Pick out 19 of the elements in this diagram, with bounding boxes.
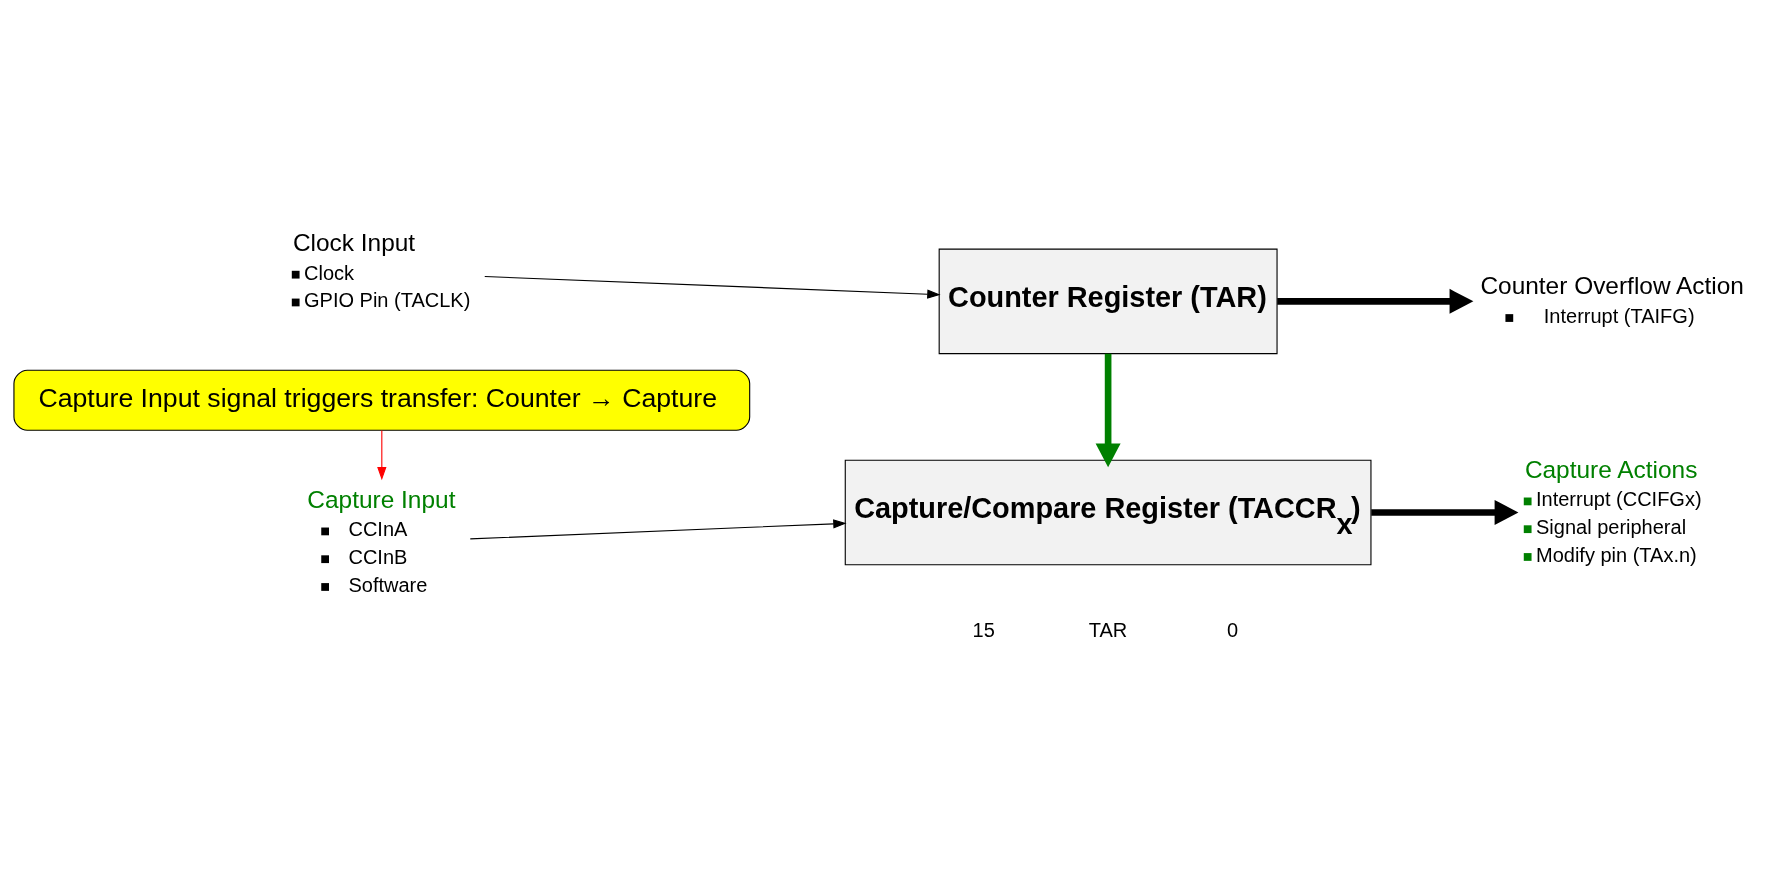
node-label: Interrupt (TAIFG) bbox=[1543, 304, 1695, 327]
arrow bbox=[469, 518, 847, 539]
arrow bbox=[484, 275, 941, 299]
arrow bbox=[1095, 353, 1121, 467]
node-label: Clock bbox=[304, 261, 355, 284]
node-label: Clock Input bbox=[292, 228, 416, 256]
node-box bbox=[1505, 313, 1514, 322]
node-label: GPIO Pin (TACLK) bbox=[304, 288, 471, 311]
node-text: Capture Actions Interrupt (CCIFGx) Signal peripheral Modify pin (TAx.n) bbox=[1524, 455, 1702, 566]
arrow bbox=[1277, 288, 1474, 314]
arrow bbox=[377, 429, 387, 480]
node-text: Capture Input CCInA CCInB Software bbox=[307, 485, 456, 596]
label: 15 bbox=[972, 618, 995, 641]
node-box: Counter Register (TAR) bbox=[938, 248, 1278, 354]
arrow bbox=[1371, 499, 1519, 525]
label: TAR bbox=[1088, 618, 1128, 641]
label: 0 bbox=[1227, 618, 1239, 641]
node-label: Counter Overflow Action bbox=[1480, 271, 1744, 299]
node-box: Capture Input signal triggers transfer: Counter → Capture bbox=[13, 369, 751, 431]
